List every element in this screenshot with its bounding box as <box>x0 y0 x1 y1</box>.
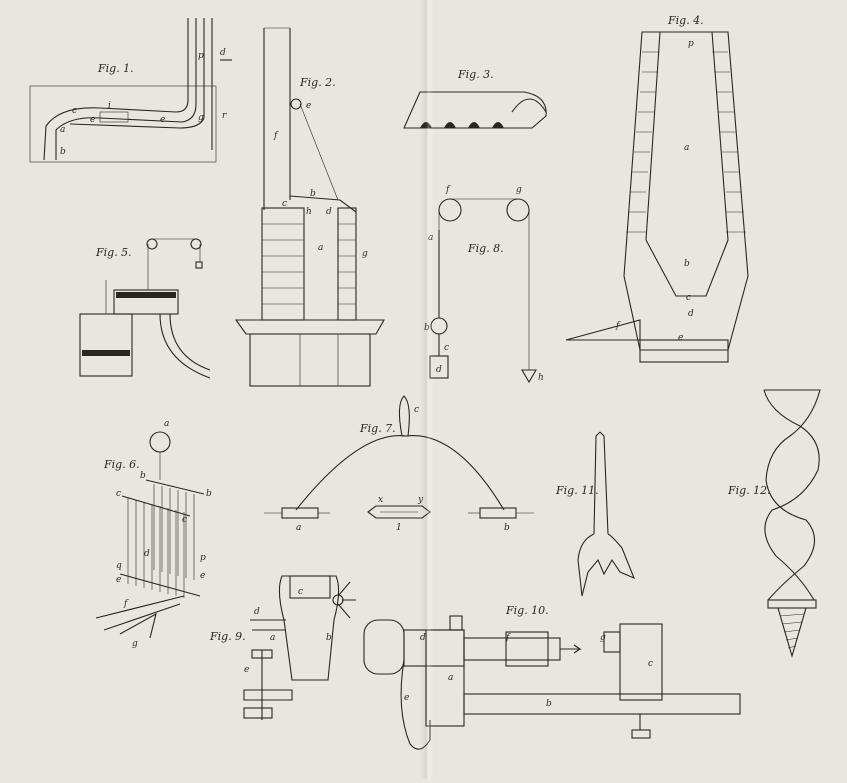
fig2-caption: Fig. 2. <box>299 76 336 89</box>
fig6-label-b1: b <box>140 471 146 481</box>
fig1-label-e1: e <box>90 115 95 125</box>
fig10-label-e: e <box>404 693 409 703</box>
fig11-caption: Fig. 11. <box>555 484 599 497</box>
fig9-label-c: c <box>298 587 303 597</box>
fig3-caption: Fig. 3. <box>457 68 494 81</box>
fig8-label-h: h <box>538 373 544 383</box>
fig2-label-a: a <box>318 243 323 253</box>
fig4-label-e: e <box>678 333 683 343</box>
fig1-label-i: i <box>108 101 111 111</box>
fig1-drawing: Fig. 1. p d i c e e g r a b <box>29 18 232 163</box>
fig1-label-c: c <box>72 106 77 116</box>
fig7-label-y: y <box>417 495 424 505</box>
fig8-label-c: c <box>444 343 449 353</box>
fig12-drawing: Fig. 12. <box>727 389 821 658</box>
fig6-label-p: p <box>200 553 206 563</box>
fig7-label-c: c <box>414 405 419 415</box>
fig1-label-r: r <box>222 111 227 121</box>
fig8-caption: Fig. 8. <box>467 242 504 255</box>
fig4-label-d: d <box>688 309 694 319</box>
fig10-label-b: b <box>546 699 552 709</box>
fig6-label-f: f <box>123 599 129 609</box>
fig1-label-a: a <box>60 125 65 135</box>
fig7-drawing: Fig. 7. c a x y 1 b <box>264 395 534 533</box>
fig10-label-c: c <box>648 659 653 669</box>
fig9-label-b: b <box>326 633 332 643</box>
fig8-label-d: d <box>436 365 442 375</box>
fig4-label-c: c <box>686 293 691 303</box>
fig1-caption: Fig. 1. <box>97 62 134 75</box>
fig6-label-q: q <box>116 561 122 571</box>
page-fold <box>420 0 434 779</box>
fig10-label-f: f <box>505 633 511 643</box>
fig1-label-b: b <box>60 147 66 157</box>
fig5-caption: Fig. 5. <box>95 246 132 259</box>
fig4-label-p: p <box>688 39 694 49</box>
fig8-drawing: Fig. 8. f g a b c d h <box>424 185 544 384</box>
fig6-caption: Fig. 6. <box>103 458 140 471</box>
fig2-drawing: Fig. 2. e f b c h d a g <box>234 27 385 387</box>
fig9-label-e: e <box>244 665 249 675</box>
fig7-label-1: 1 <box>396 523 402 533</box>
fig6-label-e2: e <box>200 571 205 581</box>
fig6-label-d: d <box>144 549 150 559</box>
fig10-label-d: d <box>420 633 426 643</box>
fig9-label-a: a <box>270 633 275 643</box>
fig6-label-e1: e <box>116 575 121 585</box>
fig9-caption: Fig. 9. <box>209 630 246 643</box>
fig3-drawing: Fig. 3. <box>403 68 547 129</box>
fig2-label-h: h <box>306 207 312 217</box>
fig2-label-g: g <box>362 249 368 259</box>
fig4-label-f: f <box>615 321 621 331</box>
fig6-label-b2: b <box>206 489 212 499</box>
fig2-label-b: b <box>310 189 316 199</box>
fig12-caption: Fig. 12. <box>727 484 771 497</box>
fig7-caption: Fig. 7. <box>359 422 396 435</box>
fig6-label-c2: c <box>182 515 187 525</box>
fig9-drawing: Fig. 9. c d a b e <box>209 575 356 720</box>
fig10-label-g: g <box>600 633 606 643</box>
fig10-label-a: a <box>448 673 453 683</box>
fig7-label-x: x <box>378 495 383 505</box>
fig7-label-a: a <box>296 523 301 533</box>
fig9-label-d: d <box>254 607 260 617</box>
fig4-label-b: b <box>684 259 690 269</box>
fig1-label-d: d <box>220 48 226 58</box>
fig8-label-b: b <box>424 323 430 333</box>
fig5-drawing: Fig. 5. <box>79 238 211 379</box>
fig2-label-e: e <box>306 101 311 111</box>
fig2-label-c: c <box>282 199 287 209</box>
fig8-label-a: a <box>428 233 433 243</box>
fig2-label-f: f <box>273 131 279 141</box>
fig1-label-e2: e <box>160 115 165 125</box>
fig2-label-d: d <box>326 207 332 217</box>
fig10-caption: Fig. 10. <box>505 604 549 617</box>
fig6-label-c1: c <box>116 489 121 499</box>
fig4-label-a: a <box>684 143 689 153</box>
fig6-label-g: g <box>132 639 138 649</box>
fig10-drawing: Fig. 10. d f g a c e b <box>363 604 741 750</box>
fig8-label-g: g <box>516 185 522 195</box>
fig4-drawing: Fig. 4. p a b c d e f <box>565 14 749 363</box>
fig7-label-b: b <box>504 523 510 533</box>
fig8-label-f: f <box>445 185 451 195</box>
fig1-label-g: g <box>198 113 204 123</box>
fig11-drawing: Fig. 11. <box>555 431 636 597</box>
fig6-drawing: Fig. 6. a b b c c d p q e e f g <box>95 419 212 649</box>
fig6-label-a: a <box>164 419 169 429</box>
fig4-caption: Fig. 4. <box>667 14 704 27</box>
fig1-label-p: p <box>198 51 204 61</box>
